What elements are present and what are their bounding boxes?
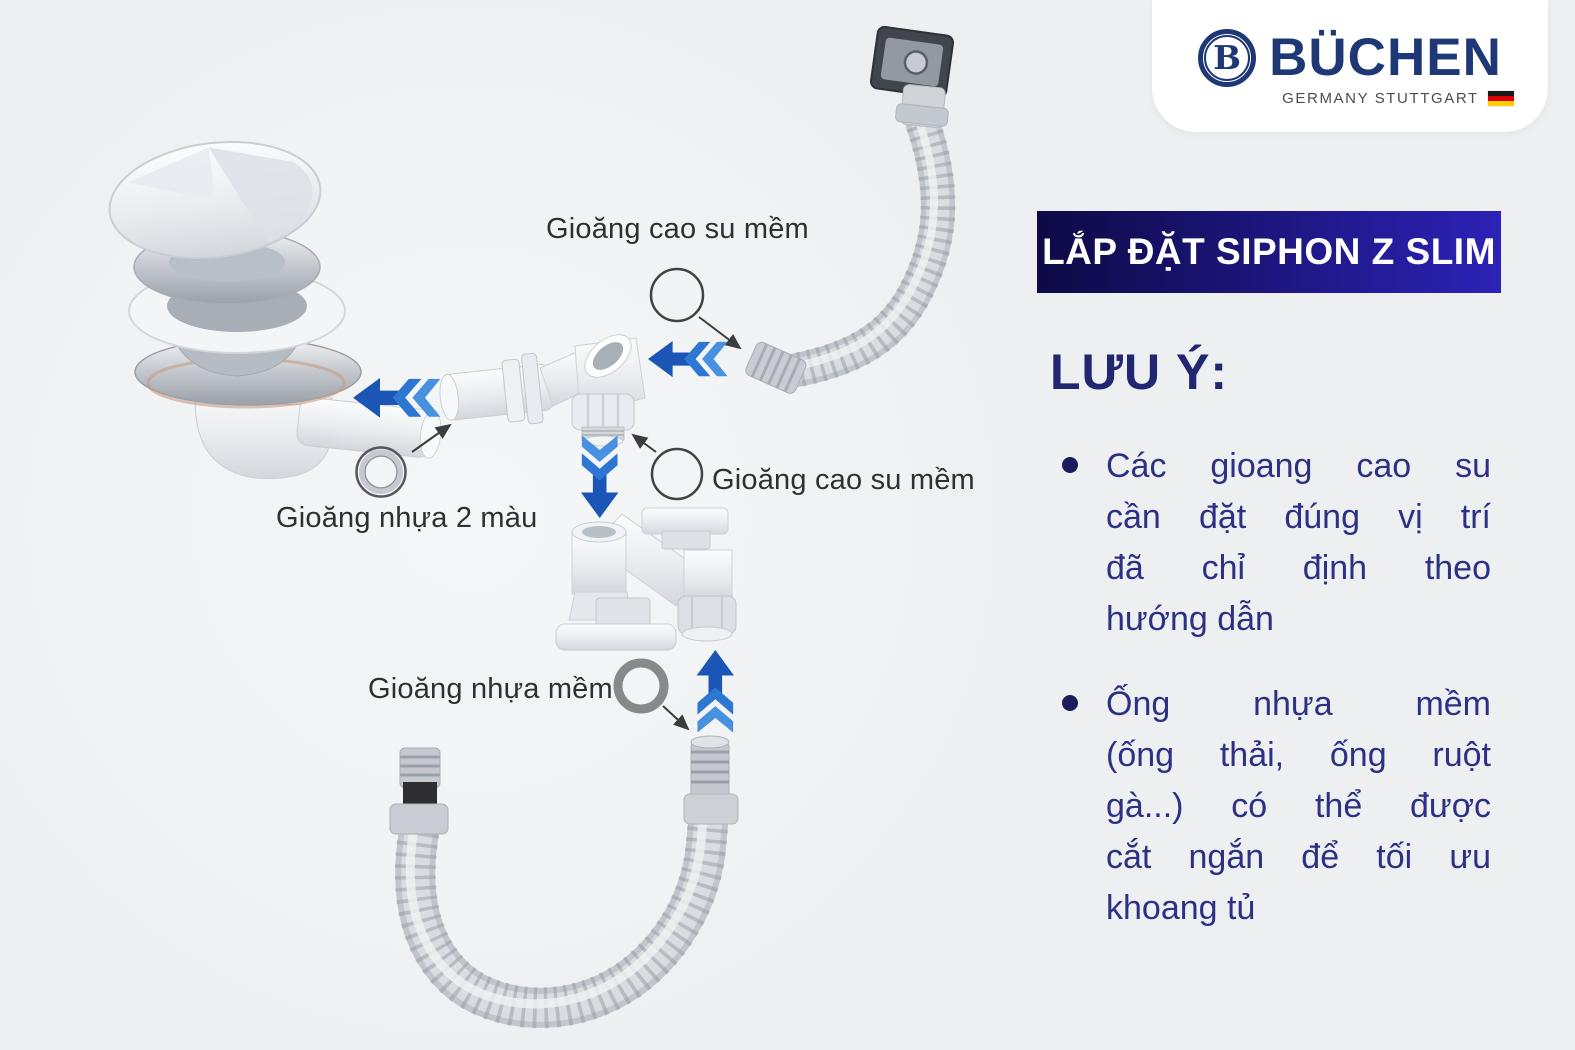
brand-subtitle-row: GERMANY STUTTGART	[1282, 89, 1514, 107]
note-heading: LƯU Ý:	[1050, 344, 1229, 400]
germany-flag-icon	[1487, 90, 1514, 106]
siphon-body	[555, 507, 737, 651]
hose-right-fitting	[683, 735, 739, 825]
gasket-ring-mid	[650, 447, 704, 501]
note-line: Các gioang cao su	[1106, 447, 1491, 485]
note-list: Các gioang cao su cần đặt đúng vị trí đã…	[1056, 441, 1491, 934]
annotation-arrows	[411, 316, 742, 731]
elbow-pipe-assembly	[439, 334, 646, 447]
note-line: (ống thải, ống ruột	[1106, 736, 1491, 774]
bullet-dot-icon	[1062, 695, 1078, 711]
logo-letter: B	[1204, 34, 1251, 81]
brand-subtitle: GERMANY STUTTGART	[1282, 89, 1479, 107]
label-rubber-gasket-top: Gioăng cao su mềm	[546, 213, 809, 245]
note-line: Ống nhựa mềm	[1106, 685, 1491, 723]
label-two-color-gasket: Gioăng nhựa 2 màu	[276, 502, 538, 534]
overflow-cover	[869, 25, 955, 99]
note-line: hướng dẫn	[1106, 600, 1274, 638]
note-item: Ống nhựa mềm (ống thải, ống ruột gà...) …	[1056, 679, 1491, 934]
gasket-ring-top	[649, 267, 705, 323]
note-text: Các gioang cao su cần đặt đúng vị trí đã…	[1106, 441, 1491, 645]
note-line: gà...) có thể được	[1106, 787, 1491, 825]
note-line: cắt ngắn để tối ưu	[1106, 838, 1491, 876]
gasket-ring-bottom	[613, 658, 669, 714]
title-banner: LẮP ĐẶT SIPHON Z SLIM	[1037, 211, 1501, 293]
brand-card: B BÜCHEN GERMANY STUTTGART	[1152, 0, 1548, 132]
note-line: khoang tủ	[1106, 889, 1256, 927]
bullet-dot-icon	[1062, 457, 1078, 473]
overflow-hose-fitting	[745, 341, 807, 394]
note-item: Các gioang cao su cần đặt đúng vị trí đã…	[1056, 441, 1491, 645]
drain-hose	[389, 735, 739, 1029]
drain-assembly	[108, 140, 442, 480]
brand-name: BÜCHEN	[1269, 28, 1502, 87]
brand-row: B BÜCHEN	[1198, 28, 1502, 87]
overflow-hose	[745, 25, 956, 394]
hose-left-fitting	[389, 747, 449, 835]
installation-diagram	[0, 0, 1010, 1050]
note-text: Ống nhựa mềm (ống thải, ống ruột gà...) …	[1106, 679, 1491, 934]
note-line: cần đặt đúng vị trí	[1106, 498, 1491, 536]
label-soft-plastic-gasket: Gioăng nhựa mềm	[368, 673, 613, 705]
note-line: đã chỉ định theo	[1106, 549, 1491, 587]
gasket-ring-two-color	[355, 446, 407, 498]
label-rubber-gasket-mid: Gioăng cao su mềm	[712, 464, 975, 496]
buchen-logo-icon: B	[1198, 28, 1257, 87]
